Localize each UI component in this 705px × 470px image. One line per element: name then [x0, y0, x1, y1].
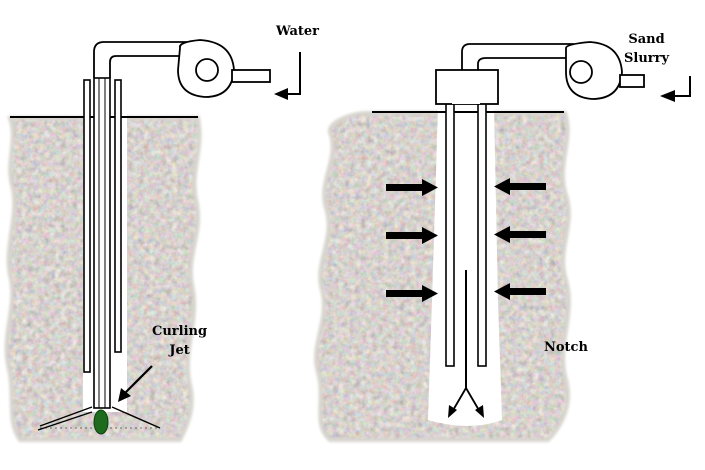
left-panel-water-jetting [4, 39, 301, 442]
curling-jet-label-line1: Curling [152, 324, 208, 339]
left-outer-casing [83, 79, 122, 373]
right-panel-sand-slurry [314, 41, 691, 442]
curling-jet-label-line2: Jet [169, 343, 190, 358]
right-pump [565, 41, 645, 100]
right-inlet-arrow [672, 76, 691, 97]
notch-rod [448, 270, 484, 418]
right-gravel-formation [314, 108, 571, 442]
pressure-arrow-left-1 [386, 179, 438, 196]
curling-jet-label: Curling Jet [152, 322, 207, 360]
notch-label: Notch [544, 340, 588, 355]
pressure-arrows [386, 178, 546, 302]
sand-slurry-label-line2: Slurry [624, 51, 670, 66]
sand-slurry-label: Sand Slurry [624, 30, 669, 68]
pressure-arrow-left-2 [386, 227, 438, 244]
left-supply-pipe [93, 41, 205, 78]
right-supply-pipe [461, 43, 574, 70]
left-inlet-arrow [284, 52, 301, 95]
pressure-arrow-right-1 [494, 178, 546, 195]
pressure-arrow-left-3 [386, 285, 438, 302]
jet-nozzle-icon [93, 409, 109, 435]
left-jet-pipe [93, 77, 111, 409]
pressure-arrow-right-2 [494, 226, 546, 243]
sand-slurry-label-line1: Sand [628, 32, 665, 47]
left-pump [177, 39, 271, 98]
water-label: Water [276, 24, 320, 39]
left-curling-jet-arrow [121, 365, 153, 397]
pressure-arrow-right-3 [494, 283, 546, 300]
